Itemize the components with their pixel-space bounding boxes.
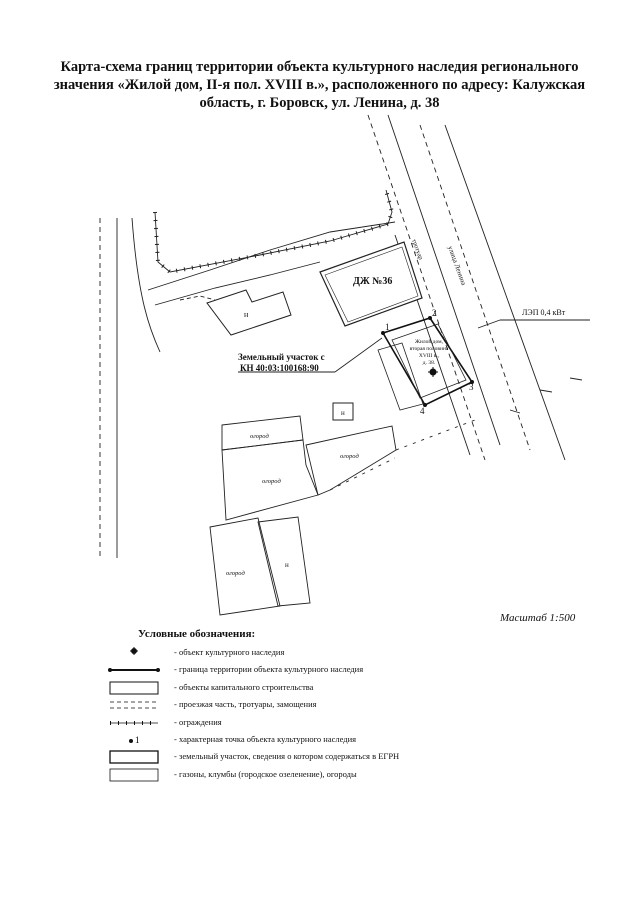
left-road-lines <box>99 217 161 558</box>
legend-item-land-plot: - земельный участок, сведения о котором … <box>108 749 488 766</box>
legend-text: - объекты капитального строительства <box>174 681 314 692</box>
power-line-label: ЛЭП 0,4 кВт <box>522 308 566 317</box>
garden-label-1: огород <box>250 433 269 440</box>
legend-text: - проезжая часть, тротуары, замощения <box>174 699 317 710</box>
building-n-left <box>206 289 292 336</box>
building-n-center-label: н <box>341 409 345 417</box>
point-marker-icon: 1 <box>129 735 140 745</box>
upper-road-edges <box>147 221 396 306</box>
legend-text: - ограждения <box>174 716 222 727</box>
heritage-label-line-2: вторая половина <box>410 346 449 352</box>
land-plot-icon <box>109 750 159 764</box>
land-plot-leader <box>238 337 383 373</box>
legend-text: - граница территории объекта культурного… <box>174 664 364 675</box>
legend-item-roadway: - проезжая часть, тротуары, замощения <box>108 697 488 714</box>
fence-line <box>153 189 395 275</box>
legend-heading: Условные обозначения: <box>138 628 256 640</box>
legend-text: - земельный участок, сведения о котором … <box>174 751 400 762</box>
building-dzh36-label: ДЖ №36 <box>353 276 392 287</box>
heritage-building-label: Жилой дом, вторая половина XVIII в., д. … <box>410 338 449 366</box>
point-4-label: 4 <box>420 406 425 416</box>
land-plot-line-1: Земельный участок с <box>238 352 325 362</box>
fence-icon <box>110 720 158 725</box>
map-title: Карта-схема границ территории объекта ку… <box>30 58 609 112</box>
legend-item-heritage-boundary: - граница территории объекта культурного… <box>108 662 488 679</box>
point-3-label: 3 <box>469 382 474 392</box>
legend: - объект культурного наследия - граница … <box>108 645 488 784</box>
heritage-label-line-1: Жилой дом, <box>415 338 444 345</box>
legend-text: - газоны, клумбы (городское озеленение),… <box>174 768 357 779</box>
garden-label-2: огород <box>262 478 281 485</box>
title-line-1: Карта-схема границ территории объекта ку… <box>60 59 579 75</box>
legend-item-fence: - ограждения <box>108 715 488 732</box>
point-2-label: 2 <box>432 308 437 318</box>
dashed-line-icon <box>110 701 158 709</box>
lawn-icon <box>109 768 159 782</box>
building-box-icon <box>109 681 159 695</box>
building-n-center <box>332 402 354 421</box>
heritage-label-line-4: д. 38. <box>423 360 436 366</box>
boundary-line-icon <box>108 668 160 673</box>
point-1-label: 1 <box>385 322 390 332</box>
legend-item-characteristic-point: 1 - характерная точка объекта культурног… <box>108 732 488 749</box>
power-line <box>477 319 590 414</box>
legend-item-heritage-object: - объект культурного наследия <box>108 645 488 662</box>
sidewalk-label: тротуар <box>410 238 424 260</box>
point-marker-number: 1 <box>135 735 140 745</box>
garden-label-3: огород <box>340 453 359 460</box>
heritage-boundary <box>377 316 474 411</box>
building-n-lower-label: н <box>285 561 289 569</box>
legend-text: - характерная точка объекта культурного … <box>174 733 357 744</box>
building-dzh36 <box>319 241 423 327</box>
street-name-label: улица Ленина <box>446 245 468 287</box>
legend-item-capital-construction: - объекты капитального строительства <box>108 680 488 697</box>
legend-text: - объект культурного наследия <box>174 647 285 657</box>
garden-label-4: огород <box>226 570 245 577</box>
heritage-label-line-3: XVIII в., <box>419 353 440 359</box>
title-line-3: область, г. Боровск, ул. Ленина, д. 38 <box>199 95 440 111</box>
street-lines <box>367 114 566 461</box>
building-n-left-label: н <box>244 310 249 319</box>
heritage-object-marker <box>428 367 438 377</box>
title-line-2: значения «Жилой дом, II-я пол. XVIII в.»… <box>53 77 586 93</box>
land-plot-line-2: КН 40:03:100168:90 <box>240 363 319 373</box>
scale-label: Масштаб 1:500 <box>500 612 576 624</box>
heritage-object-icon <box>130 647 138 655</box>
legend-item-lawns: - газоны, клумбы (городское озеленение),… <box>108 767 488 784</box>
gardens <box>209 415 476 616</box>
